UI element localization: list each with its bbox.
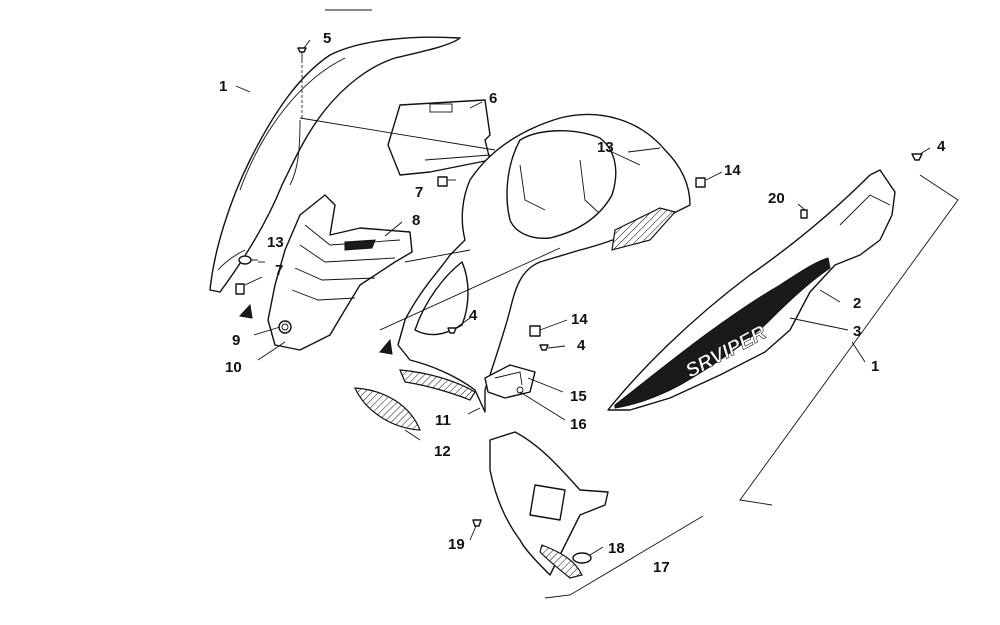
hood-11 bbox=[397, 113, 691, 413]
reference-triangle-left bbox=[239, 303, 253, 319]
callout-4-right: 4 bbox=[577, 337, 586, 354]
clip-14-upper bbox=[695, 177, 706, 188]
callout-10: 10 bbox=[225, 359, 242, 376]
callout-17: 17 bbox=[653, 559, 670, 576]
callout-4-center: 4 bbox=[469, 307, 478, 324]
fastener-13-left bbox=[238, 255, 258, 265]
screw-5 bbox=[297, 47, 307, 60]
callout-16: 16 bbox=[570, 416, 587, 433]
screw-4-right bbox=[539, 344, 549, 351]
decal-18 bbox=[572, 552, 592, 564]
vent-grille-12 bbox=[354, 387, 421, 431]
callout-11: 11 bbox=[435, 412, 451, 429]
callout-19: 19 bbox=[448, 536, 465, 553]
callout-8: 8 bbox=[412, 212, 420, 229]
callout-18: 18 bbox=[608, 540, 625, 557]
clip-7-left bbox=[235, 283, 245, 295]
clip-14-lower bbox=[529, 325, 541, 337]
left-side-panel bbox=[209, 36, 461, 293]
callout-7-upper: 7 bbox=[415, 184, 423, 201]
screw-4-center bbox=[447, 327, 457, 334]
callout-14-upper: 14 bbox=[724, 162, 741, 179]
callout-13-left: 13 bbox=[267, 234, 284, 251]
callout-20: 20 bbox=[768, 190, 785, 207]
fastener-20 bbox=[800, 209, 808, 219]
leader-lines bbox=[235, 39, 931, 556]
bracket-15-16 bbox=[484, 364, 536, 399]
belly-pan-17 bbox=[489, 431, 609, 579]
callout-9: 9 bbox=[232, 332, 240, 349]
reference-triangle-center bbox=[379, 338, 393, 355]
nose-insert-8 bbox=[267, 194, 413, 351]
callout-3: 3 bbox=[853, 323, 861, 340]
callout-4-top: 4 bbox=[937, 138, 946, 155]
callout-15: 15 bbox=[570, 388, 587, 405]
group-bracket-17 bbox=[544, 515, 704, 599]
callout-2: 2 bbox=[853, 295, 861, 312]
callout-13-right: 13 bbox=[597, 139, 614, 156]
right-side-panel: SRVIPER bbox=[607, 169, 896, 411]
windshield-panel-6 bbox=[387, 99, 491, 176]
clip-7-upper bbox=[437, 176, 448, 187]
callout-14-lower: 14 bbox=[571, 311, 588, 328]
callout-5: 5 bbox=[323, 30, 331, 47]
callout-1-right: 1 bbox=[871, 358, 879, 375]
callout-7-left: 7 bbox=[275, 262, 283, 279]
callout-12: 12 bbox=[434, 443, 451, 460]
group-bracket-1-right bbox=[739, 174, 959, 506]
callout-1-left: 1 bbox=[219, 78, 227, 95]
callout-6: 6 bbox=[489, 90, 497, 107]
screw-19 bbox=[472, 519, 482, 527]
screw-4-top bbox=[911, 153, 923, 161]
